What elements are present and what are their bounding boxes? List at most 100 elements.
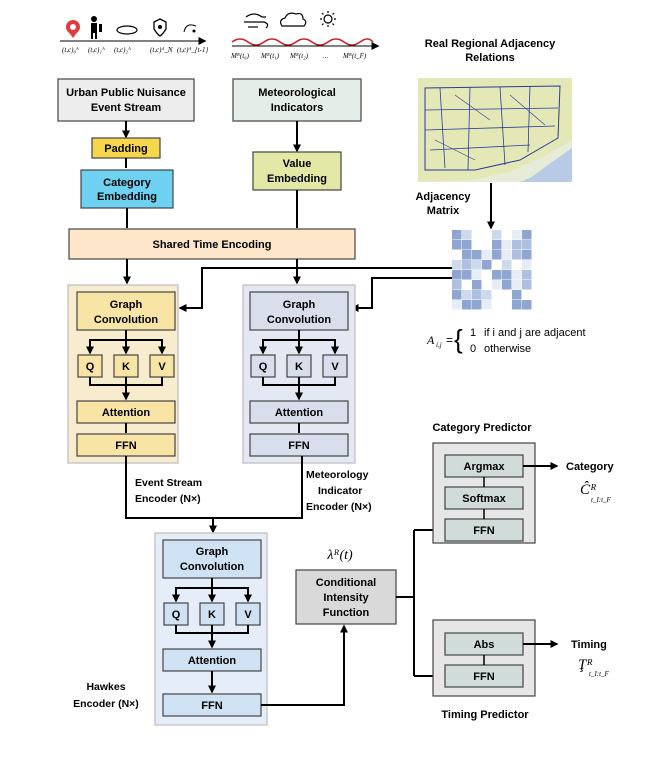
map-pin-icon bbox=[66, 20, 80, 38]
category-ffn-box: FFN bbox=[444, 518, 524, 542]
matrix-cell bbox=[472, 230, 482, 240]
matrix-cell bbox=[512, 300, 522, 310]
met-encoder-label-line-1: Meteorology bbox=[306, 469, 369, 481]
seq-label-4: (t,c)ᴬ_{t-1} bbox=[177, 46, 208, 54]
matrix-cell bbox=[462, 260, 472, 270]
hawkes-graph-conv-line-2: Convolution bbox=[180, 561, 244, 573]
matrix-cell bbox=[502, 230, 512, 240]
matrix-cell bbox=[502, 290, 512, 300]
matrix-cell bbox=[522, 290, 532, 300]
seq-label-2: (t,c)₂ᴬ bbox=[114, 46, 131, 54]
matrix-cell bbox=[522, 260, 532, 270]
matrix-cell bbox=[482, 250, 492, 260]
matrix-cell bbox=[522, 230, 532, 240]
category-output-label: Category bbox=[566, 461, 615, 473]
cloud-icon bbox=[279, 12, 307, 27]
event-k-label: K bbox=[122, 361, 130, 373]
adjacency-label-line-1: Adjacency bbox=[415, 191, 471, 203]
matrix-cell bbox=[492, 270, 502, 280]
matrix-cell bbox=[452, 230, 462, 240]
matrix-cell bbox=[512, 230, 522, 240]
event-ffn-box: FFN bbox=[76, 433, 176, 457]
hawkes-k-label: K bbox=[208, 609, 216, 621]
matrix-cell bbox=[462, 280, 472, 290]
signal-icon bbox=[183, 24, 197, 33]
met-q-box: Q bbox=[250, 354, 276, 378]
met-v-box: V bbox=[322, 354, 348, 378]
matrix-cell bbox=[522, 280, 532, 290]
timing-ffn-label: FFN bbox=[473, 671, 494, 683]
met-seq-label-3: Mᴿ(t_F) bbox=[342, 52, 367, 60]
matrix-cell bbox=[452, 260, 462, 270]
cloud-icon bbox=[116, 25, 138, 35]
map-title-line-1: Real Regional Adjacency bbox=[425, 38, 556, 50]
timing-output-sub: t_I:t_F bbox=[589, 670, 610, 678]
matrix-cell bbox=[522, 250, 532, 260]
met-seq-label-2: Mᴿ(t₂) bbox=[289, 52, 309, 60]
matrix-cell bbox=[452, 290, 462, 300]
hawkes-encoder-label-line-1: Hawkes bbox=[86, 681, 125, 693]
conditional-line-1: Conditional bbox=[316, 577, 377, 589]
argmax-box: Argmax bbox=[444, 454, 524, 478]
matrix-cell bbox=[482, 260, 492, 270]
category-output-sub: t_I:t_F bbox=[591, 496, 612, 504]
matrix-cell bbox=[472, 290, 482, 300]
met-seq-label-1: Mᴿ(t₁) bbox=[260, 52, 280, 60]
lambda-label: λᴿ(t) bbox=[326, 548, 353, 563]
event-encoder-label-line-2: Encoder (N×) bbox=[135, 493, 201, 505]
shared-time-encoding-box: Shared Time Encoding bbox=[68, 228, 356, 260]
matrix-cell bbox=[452, 300, 462, 310]
person-icon bbox=[91, 16, 102, 39]
adjacency-formula: A i,j = { 1 if i and j are adjacent 0 ot… bbox=[426, 324, 586, 355]
weather-sequence: Mᴿ(t₀) Mᴿ(t₁) Mᴿ(t₂) … Mᴿ(t_F) bbox=[230, 11, 380, 60]
abs-label: Abs bbox=[474, 639, 495, 651]
conditional-line-3: Function bbox=[323, 607, 370, 619]
urban-stream-line-1: Urban Public Nuisance bbox=[66, 87, 186, 99]
hawkes-k-box: K bbox=[199, 602, 225, 626]
event-k-box: K bbox=[113, 354, 139, 378]
padding-label: Padding bbox=[104, 143, 147, 155]
value-embedding-line-1: Value bbox=[283, 158, 312, 170]
matrix-cell bbox=[522, 270, 532, 280]
event-graph-conv-line-2: Convolution bbox=[94, 314, 158, 326]
formula-case2-text: otherwise bbox=[484, 343, 531, 355]
event-graph-conv-line-1: Graph bbox=[110, 299, 143, 311]
met-indicators-line-1: Meteorological bbox=[258, 87, 336, 99]
sun-icon bbox=[320, 11, 336, 27]
urban-stream-box: Urban Public Nuisance Event Stream bbox=[57, 78, 195, 122]
category-embedding-box: Category Embedding bbox=[80, 169, 174, 209]
matrix-cell bbox=[482, 280, 492, 290]
matrix-cell bbox=[492, 290, 502, 300]
hawkes-graph-conv-box: Graph Convolution bbox=[162, 539, 262, 579]
met-encoder-label-line-2: Indicator bbox=[318, 485, 362, 497]
hawkes-attention-box: Attention bbox=[162, 648, 262, 672]
matrix-cell bbox=[492, 240, 502, 250]
wind-icon bbox=[244, 13, 269, 29]
formula-lhs-sub: i,j bbox=[436, 341, 442, 349]
matrix-cell bbox=[502, 270, 512, 280]
formula-case1-val: 1 bbox=[470, 327, 476, 339]
matrix-cell bbox=[502, 250, 512, 260]
value-embedding-box: Value Embedding bbox=[252, 151, 342, 191]
timing-output-label: Timing bbox=[571, 639, 607, 651]
met-seq-label-0: Mᴿ(t₀) bbox=[230, 52, 250, 60]
hawkes-ffn-label: FFN bbox=[201, 700, 222, 712]
regional-map-image bbox=[418, 78, 572, 182]
matrix-cell bbox=[522, 240, 532, 250]
matrix-cell bbox=[482, 230, 492, 240]
softmax-label: Softmax bbox=[462, 493, 506, 505]
hawkes-v-label: V bbox=[244, 609, 252, 621]
event-graph-conv-box: Graph Convolution bbox=[76, 291, 176, 331]
met-ffn-box: FFN bbox=[249, 433, 349, 457]
matrix-cell bbox=[512, 260, 522, 270]
padding-box: Padding bbox=[91, 137, 161, 159]
category-ffn-label: FFN bbox=[473, 525, 494, 537]
hawkes-graph-conv-line-1: Graph bbox=[196, 546, 229, 558]
hawkes-q-box: Q bbox=[163, 602, 189, 626]
met-k-label: K bbox=[295, 361, 303, 373]
category-predictor-title: Category Predictor bbox=[432, 422, 532, 434]
met-v-label: V bbox=[331, 361, 339, 373]
event-attention-box: Attention bbox=[76, 400, 176, 424]
matrix-cell bbox=[472, 260, 482, 270]
matrix-cell bbox=[462, 300, 472, 310]
